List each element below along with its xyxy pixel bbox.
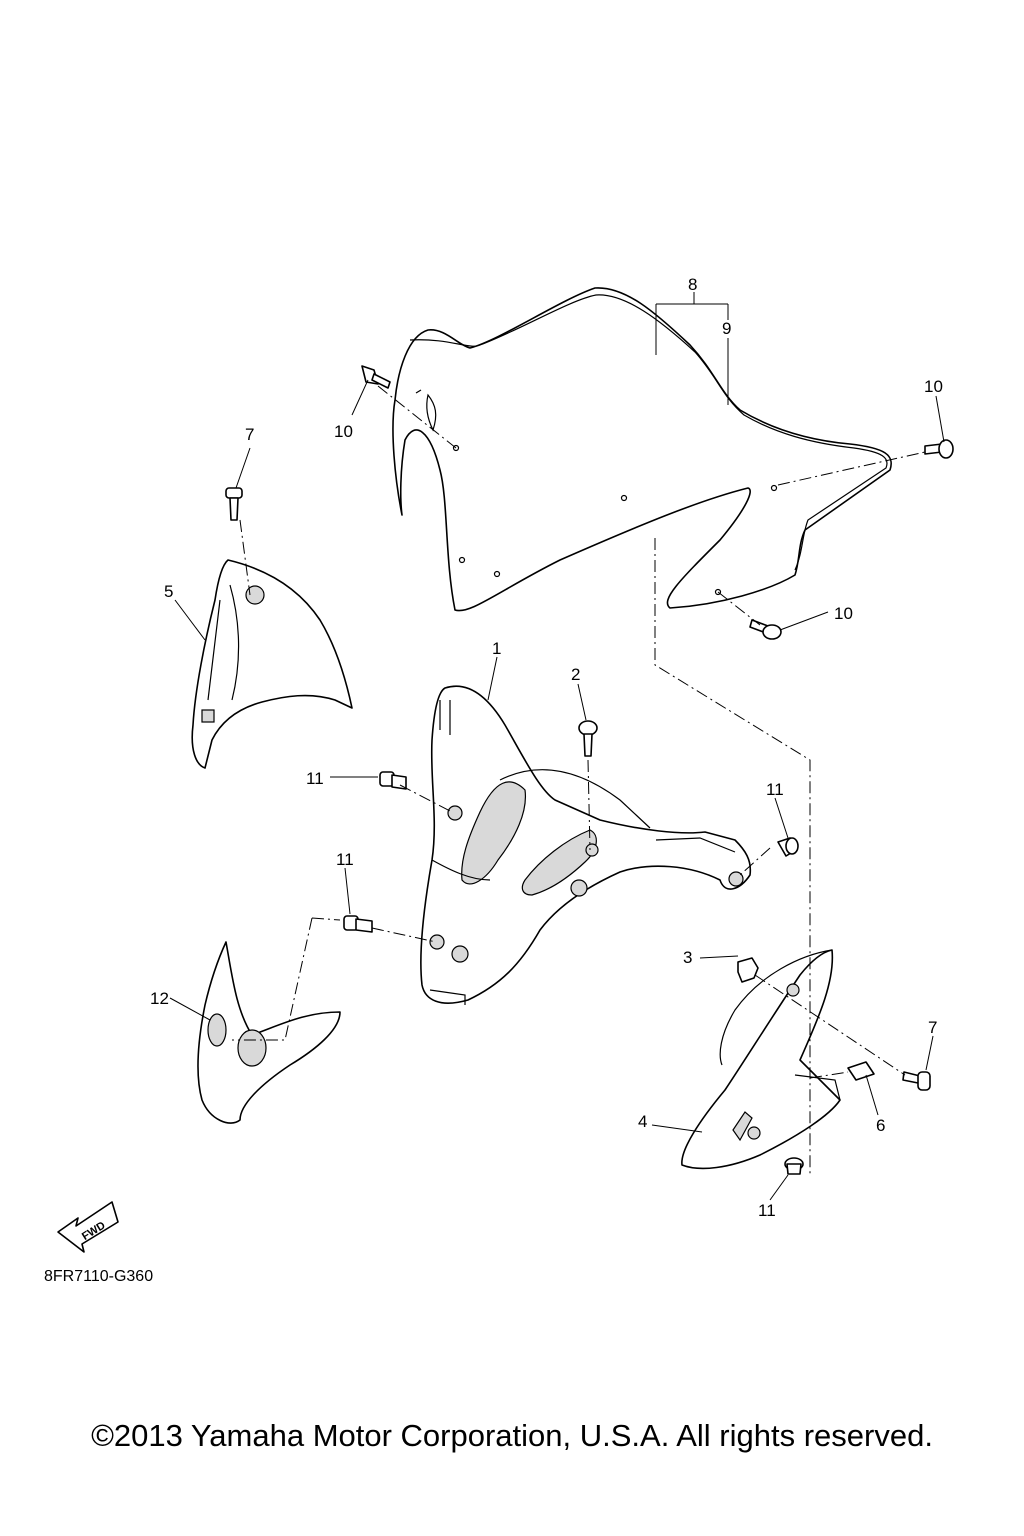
diagram-code: 8FR7110-G360 <box>44 1268 154 1285</box>
callout-6: 6 <box>876 1116 885 1135</box>
clip-6 <box>847 1061 875 1081</box>
cowling-part-1 <box>420 685 752 1005</box>
callout-10-left: 10 <box>334 422 353 441</box>
fasteners <box>225 365 954 1175</box>
collar-11-d <box>784 1157 804 1175</box>
collar-11-a <box>379 771 407 790</box>
screw-10-lower <box>749 619 782 640</box>
callout-12: 12 <box>150 989 169 1008</box>
callout-5: 5 <box>164 582 173 601</box>
callout-7-upper: 7 <box>245 425 254 444</box>
screw-2 <box>578 720 598 757</box>
callout-3: 3 <box>683 948 692 967</box>
callout-2: 2 <box>571 665 580 684</box>
callout-11-a: 11 <box>306 769 324 788</box>
leader-lines <box>169 292 945 1201</box>
callout-10-lower: 10 <box>834 604 853 623</box>
cover-part-12 <box>197 941 341 1124</box>
cover-part-5 <box>191 559 353 769</box>
callout-11-b: 11 <box>766 780 784 799</box>
windshield <box>392 287 892 612</box>
assembly-lines <box>232 385 926 1175</box>
callout-labels: 8 9 10 10 10 7 5 1 2 11 11 11 3 12 7 4 6… <box>150 275 943 1220</box>
copyright-notice: ©2013 Yamaha Motor Corporation, U.S.A. A… <box>91 1418 933 1453</box>
screw-10-left <box>361 365 391 389</box>
callout-11-d: 11 <box>758 1201 776 1220</box>
callout-10-right: 10 <box>924 377 943 396</box>
callout-1: 1 <box>492 639 501 658</box>
callout-4: 4 <box>638 1112 647 1131</box>
panel-part-4 <box>681 949 841 1170</box>
callout-11-c: 11 <box>336 850 354 869</box>
bolt-7-upper <box>225 487 243 521</box>
nut-3 <box>737 957 759 983</box>
collar-11-b <box>777 837 799 857</box>
bolt-7-right <box>902 1071 931 1091</box>
fwd-arrow-icon: FWD <box>57 1201 119 1253</box>
callout-8: 8 <box>688 275 697 294</box>
callout-9: 9 <box>722 319 731 338</box>
callout-7-right: 7 <box>928 1018 937 1037</box>
collar-11-c <box>343 915 373 933</box>
screw-10-right <box>924 439 954 459</box>
